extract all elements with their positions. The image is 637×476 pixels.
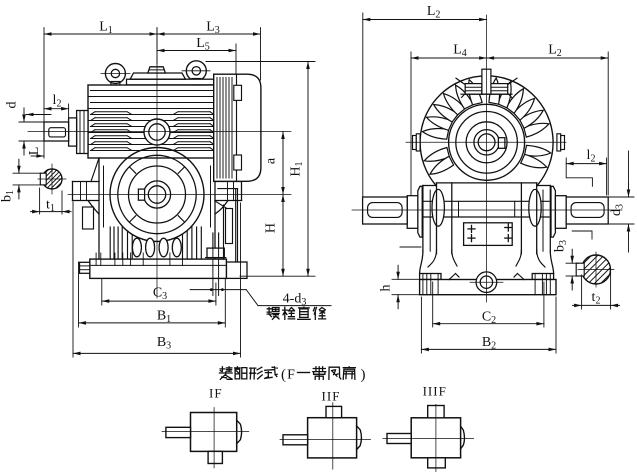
svg-text:h: h: [379, 285, 394, 292]
svg-text:(: (: [281, 367, 286, 383]
svg-text:H: H: [264, 223, 279, 233]
svg-text:4-d3: 4-d3: [283, 292, 307, 309]
svg-text:l2: l2: [587, 148, 596, 165]
svg-text:a: a: [264, 157, 279, 164]
svg-text:d: d: [5, 102, 20, 109]
svg-text:IIF: IIF: [322, 389, 341, 404]
svg-text:t1: t1: [46, 198, 55, 215]
svg-text:l2: l2: [53, 93, 62, 110]
svg-text:IIIF: IIIF: [423, 384, 447, 399]
svg-text:F: F: [287, 368, 295, 383]
svg-text:L: L: [27, 147, 42, 156]
svg-text:t2: t2: [592, 290, 601, 307]
svg-text:): ): [361, 367, 366, 383]
svg-text:IF: IF: [209, 386, 223, 401]
